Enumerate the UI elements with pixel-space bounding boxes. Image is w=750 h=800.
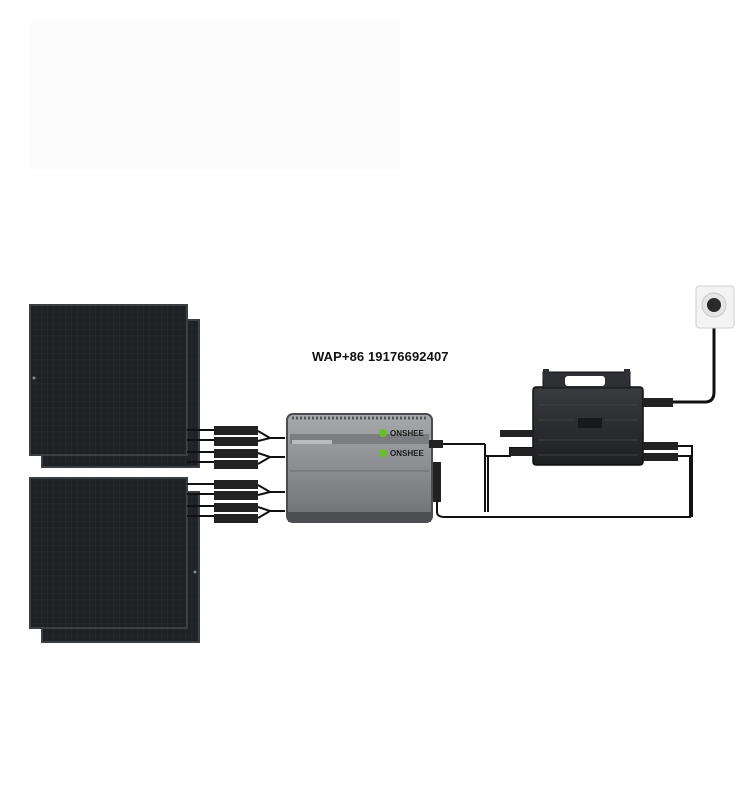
dc-cables	[436, 443, 693, 518]
battery-brand-top: ONSHEE	[390, 429, 424, 438]
battery-brand-bottom: ONSHEE	[390, 449, 424, 458]
mc4-connectors-top	[187, 426, 285, 469]
faint-background-banner	[30, 20, 400, 170]
solar-panel-icon	[29, 304, 200, 468]
battery-storage-icon: ONSHEE ONSHEE	[286, 413, 443, 523]
ac-cable	[673, 312, 716, 404]
mc4-connectors-bottom	[187, 480, 285, 523]
micro-inverter-icon	[500, 369, 678, 466]
solar-panel-icon	[29, 477, 200, 643]
contact-text: WAP+86 19176692407	[312, 349, 449, 364]
wall-socket-icon	[695, 285, 735, 329]
